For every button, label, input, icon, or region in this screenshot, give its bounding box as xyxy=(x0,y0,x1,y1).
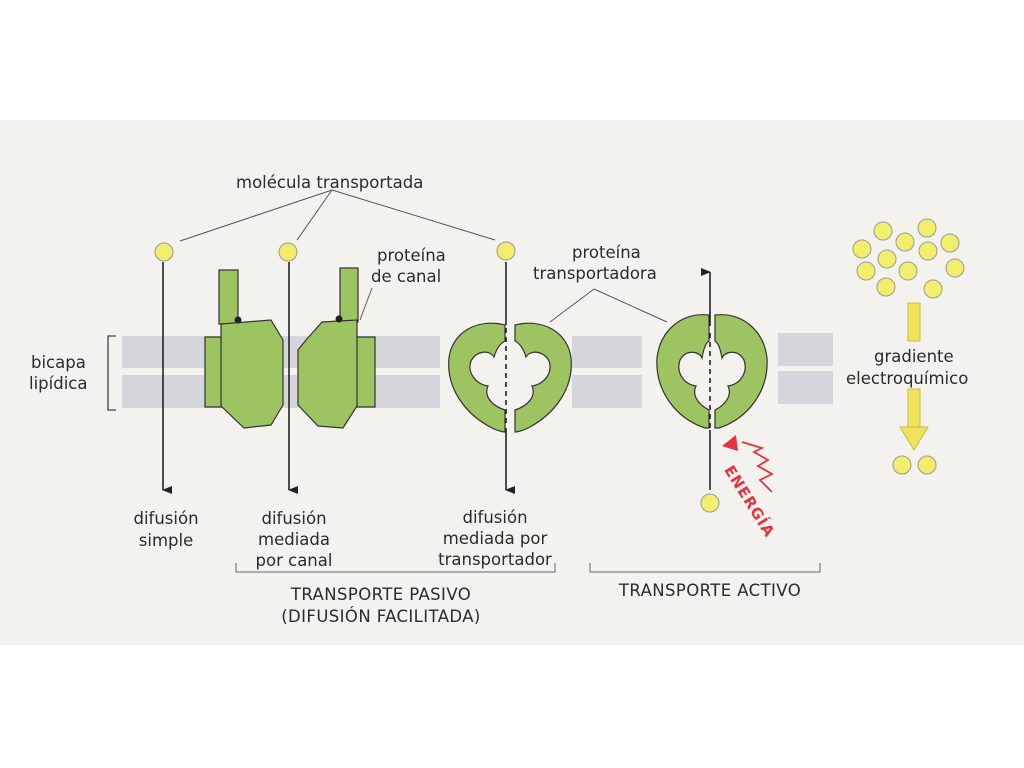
carrier-diffusion-label-2: mediada por xyxy=(442,529,548,548)
carrier-protein-passive xyxy=(448,322,572,433)
transported-molecules xyxy=(154,241,720,513)
channel-diffusion-label-3: por canal xyxy=(255,551,333,570)
group-brackets xyxy=(235,563,821,573)
active-transport-label: TRANSPORTE ACTIVO xyxy=(618,581,802,600)
channel-protein-1 xyxy=(204,269,284,429)
gradient-label-1: gradiente xyxy=(874,347,954,366)
molecule-active xyxy=(700,493,720,513)
bilayer-bracket xyxy=(107,335,116,411)
gradient-molecule-cluster xyxy=(852,218,965,299)
energy-arrow xyxy=(722,435,774,493)
carrier-diffusion-label-1: difusión xyxy=(462,508,528,527)
gradient-arrow xyxy=(899,302,929,451)
bilayer-label-1: bicapa xyxy=(31,353,86,372)
gradient-molecule-pair xyxy=(892,455,937,475)
channel-diffusion-label-1: difusión xyxy=(261,509,327,528)
passive-transport-sublabel: (DIFUSIÓN FACILITADA) xyxy=(281,607,481,626)
channel-diffusion-label-2: mediada xyxy=(258,530,330,549)
molecule-simple xyxy=(154,242,174,262)
passive-transport-label: TRANSPORTE PASIVO xyxy=(290,585,472,604)
carrier-diffusion-label-3: transportador xyxy=(438,550,552,569)
simple-diffusion-label-1: difusión xyxy=(133,509,199,528)
channel-protein-2 xyxy=(297,267,376,429)
channel-1-pivot xyxy=(234,316,242,324)
channel-2-pivot xyxy=(335,315,343,323)
passive-bracket xyxy=(235,563,556,573)
molecule-leader-lines xyxy=(179,189,496,242)
simple-diffusion-label-2: simple xyxy=(138,531,194,550)
gradient-label-2: electroquímico xyxy=(846,369,969,388)
carrier-leader-lines xyxy=(549,288,668,323)
channel-leader xyxy=(359,287,373,321)
molecule-carrier xyxy=(496,241,516,261)
channel-protein-label-1: proteína xyxy=(377,246,446,265)
carrier-protein-label-1: proteína xyxy=(572,243,641,262)
molecule-label: molécula transportada xyxy=(236,173,424,192)
bilayer-label-2: lipídica xyxy=(29,374,88,393)
carrier-protein-label-2: transportadora xyxy=(533,264,657,283)
active-bracket xyxy=(589,563,821,573)
channel-protein-label-2: de canal xyxy=(371,267,442,286)
molecule-channel xyxy=(278,242,298,262)
carrier-protein-active xyxy=(656,314,768,429)
transport-arrows xyxy=(162,262,711,494)
